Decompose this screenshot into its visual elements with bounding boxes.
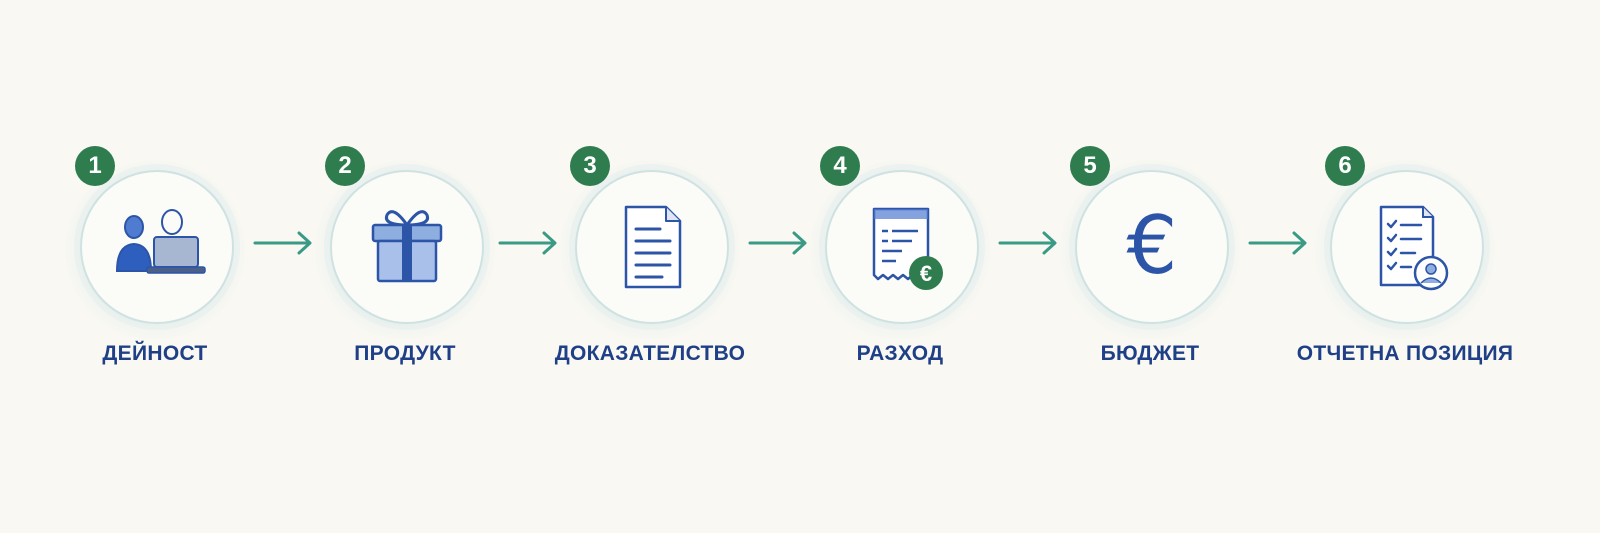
step-circle xyxy=(330,170,484,324)
step-product: 2 ПРОДУКТ xyxy=(295,0,515,533)
step-number-badge: 2 xyxy=(325,146,365,186)
receipt-euro-icon: € xyxy=(872,207,943,290)
document-icon xyxy=(624,205,682,289)
gift-box-icon xyxy=(371,210,443,283)
people-with-laptop-icon xyxy=(115,209,206,274)
step-label: ПРОДУКТ xyxy=(354,342,456,365)
step-number-badge: 6 xyxy=(1325,146,1365,186)
step-circle: € xyxy=(825,170,979,324)
step-budget: € 5 БЮДЖЕТ xyxy=(1040,0,1260,533)
step-report-item: 6 ОТЧЕТНА ПОЗИЦИЯ xyxy=(1295,0,1515,533)
arrow-right-icon xyxy=(998,226,1062,260)
step-label: ДОКАЗАТЕЛСТВО xyxy=(554,342,746,365)
euro-glyph: € xyxy=(1127,199,1178,292)
step-circle xyxy=(1330,170,1484,324)
step-circle xyxy=(575,170,729,324)
step-expense: € 4 РАЗХОД xyxy=(790,0,1010,533)
step-label: ОТЧЕТНА ПОЗИЦИЯ xyxy=(1296,342,1514,365)
step-label: ДЕЙНОСТ xyxy=(102,342,208,365)
step-number-badge: 5 xyxy=(1070,146,1110,186)
step-label: БЮДЖЕТ xyxy=(1100,342,1200,365)
step-number-badge: 3 xyxy=(570,146,610,186)
step-circle xyxy=(80,170,234,324)
arrow-right-icon xyxy=(748,226,812,260)
arrow-right-icon xyxy=(253,226,317,260)
euro-glyph: € xyxy=(920,261,932,286)
step-evidence: 3 ДОКАЗАТЕЛСТВО xyxy=(540,0,760,533)
step-number-badge: 4 xyxy=(820,146,860,186)
euro-icon: € xyxy=(1127,199,1178,292)
step-number-badge: 1 xyxy=(75,146,115,186)
step-circle: € xyxy=(1075,170,1229,324)
checklist-report-icon xyxy=(1379,205,1449,291)
step-label: РАЗХОД xyxy=(856,342,944,365)
arrow-right-icon xyxy=(498,226,562,260)
arrow-right-icon xyxy=(1248,226,1312,260)
step-activity: 1 ДЕЙНОСТ xyxy=(45,0,265,533)
